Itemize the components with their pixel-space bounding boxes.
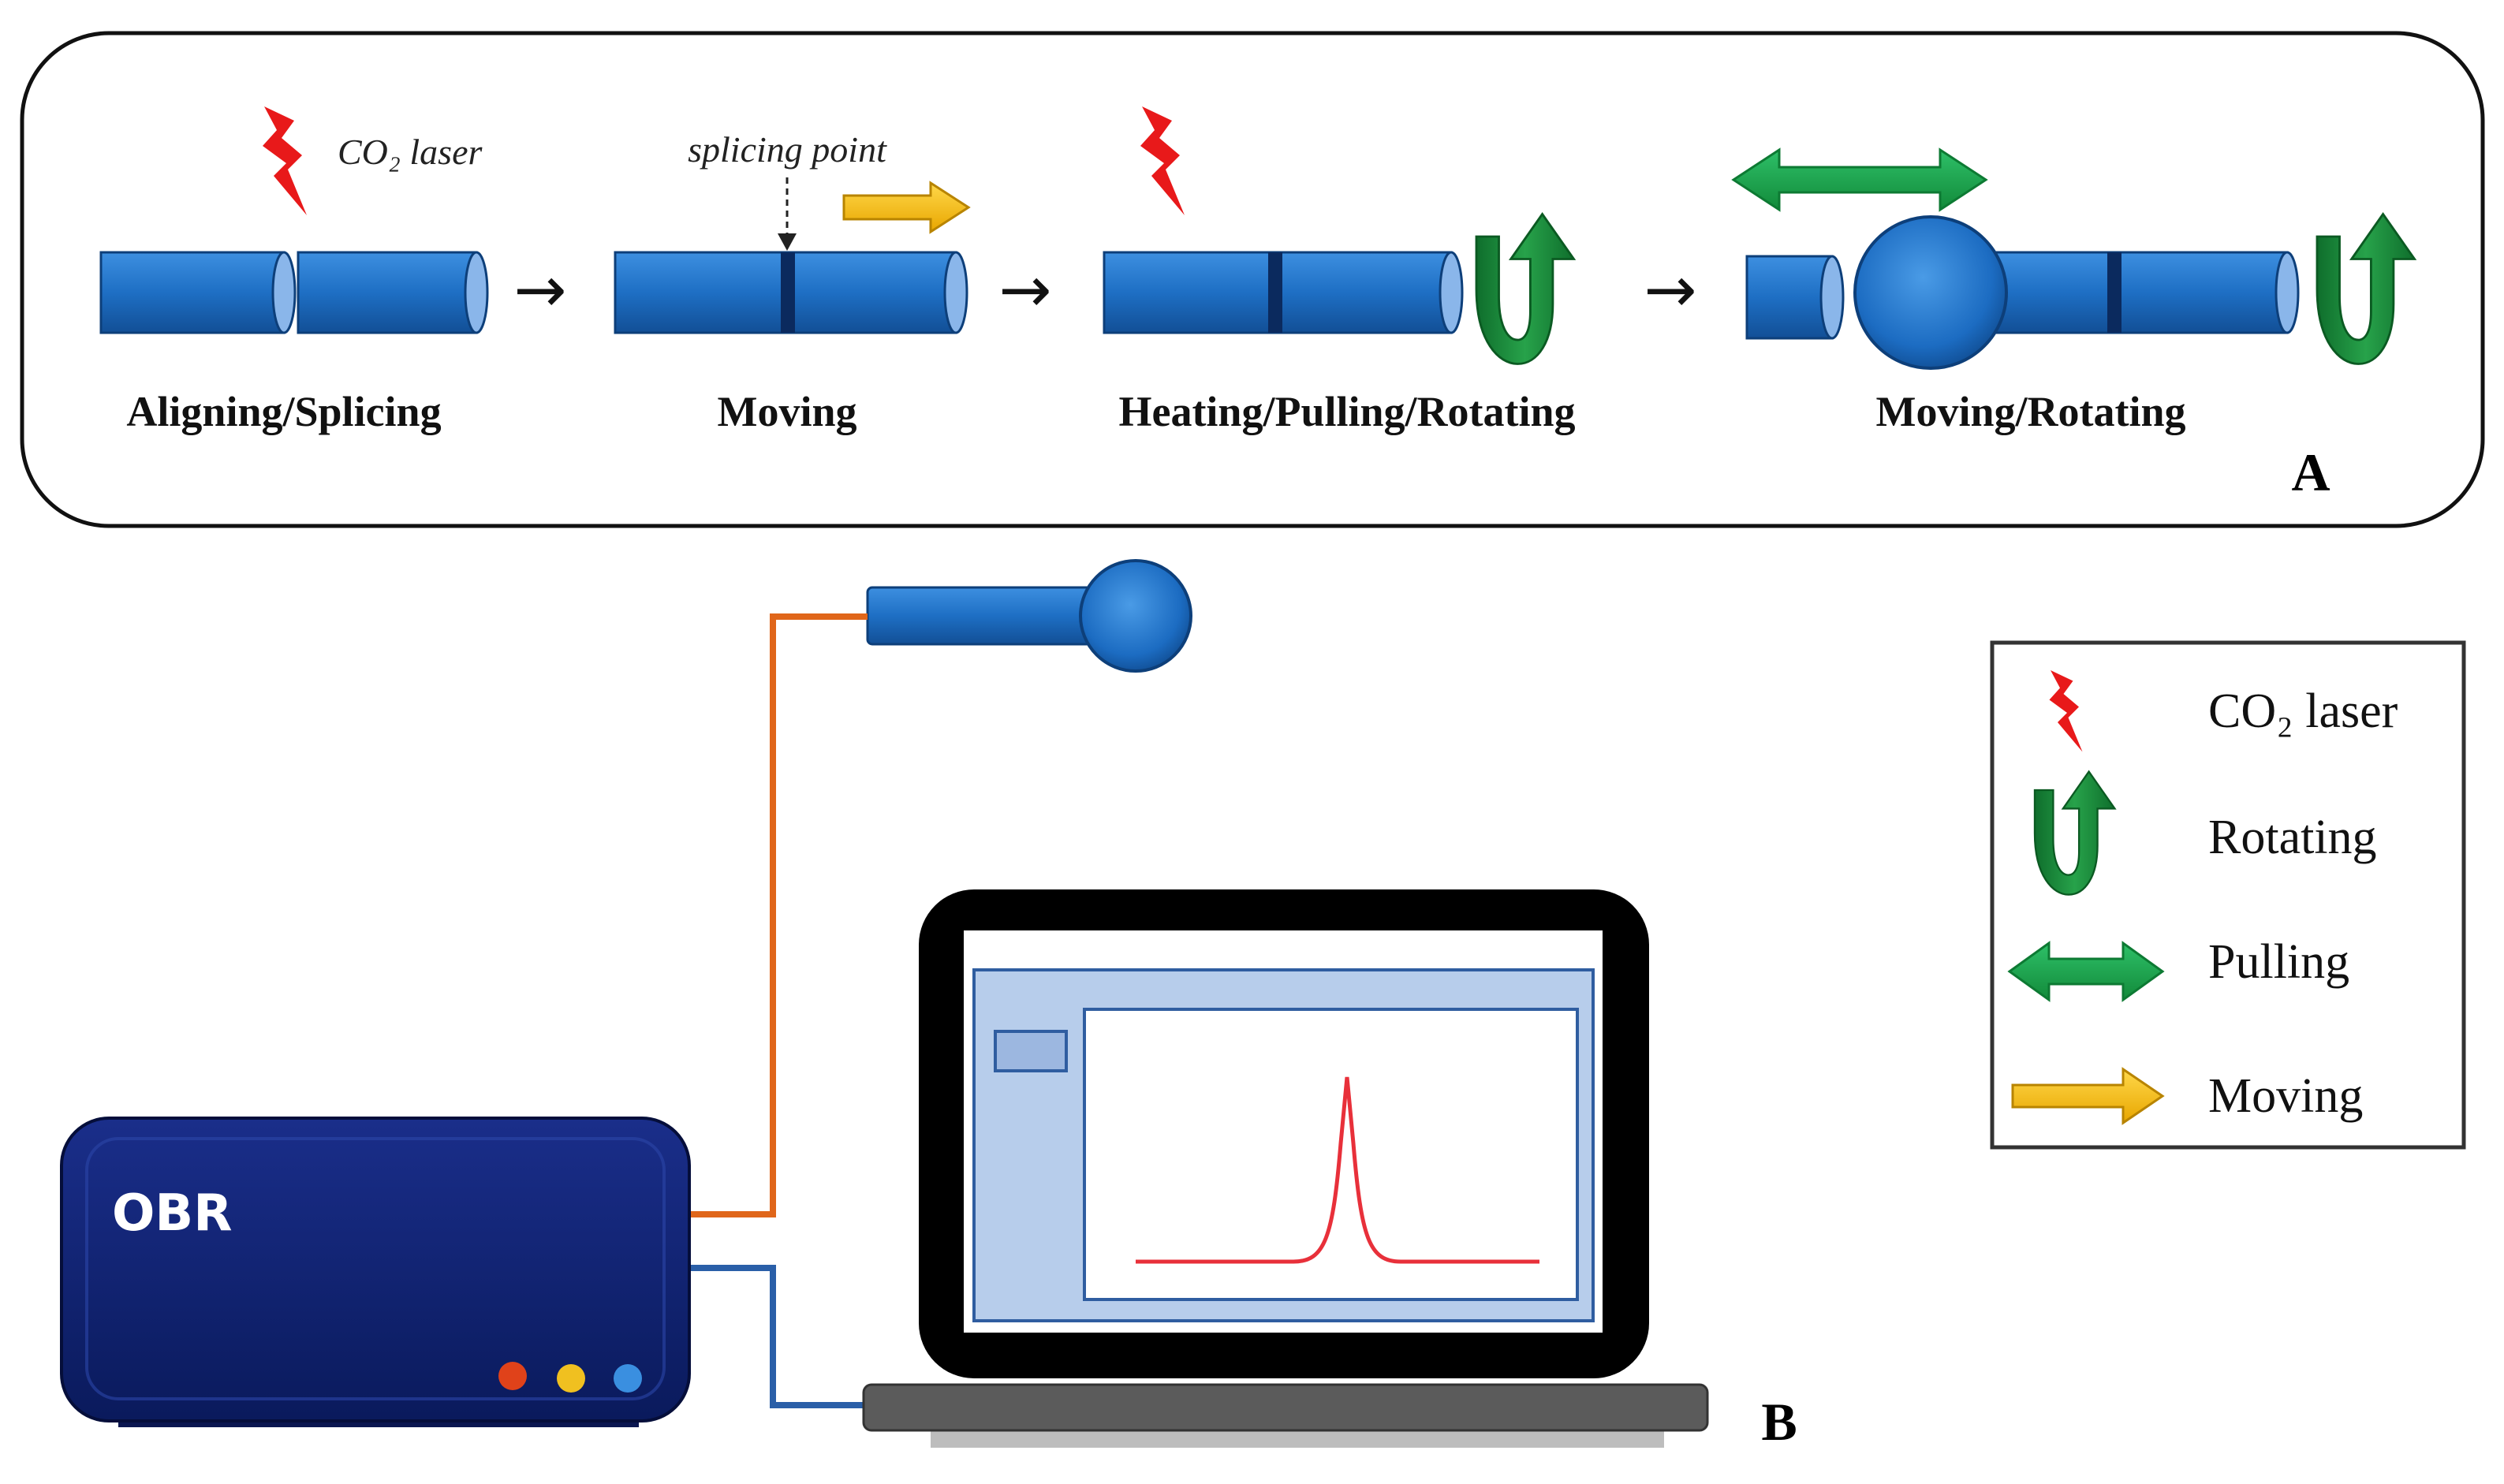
obr-device: OBR — [60, 1117, 691, 1427]
legend: CO₂ laser Rotating Pulling Moving — [1990, 640, 2466, 1150]
legend-item-pulling: Pulling — [2007, 935, 2349, 1002]
obr-led-red — [498, 1362, 527, 1390]
stage-label-moving: Moving — [717, 388, 856, 435]
spectrum-plot-area — [1083, 1008, 1579, 1301]
splice-mark — [1268, 252, 1282, 333]
spliced-fiber — [614, 251, 968, 334]
legend-label-laser: CO₂ laser — [2208, 684, 2398, 738]
legend-item-rotating: Rotating — [2033, 770, 2377, 896]
probe-microsphere — [1079, 559, 1192, 673]
legend-label-rotating: Rotating — [2208, 811, 2377, 864]
legend-label-moving: Moving — [2208, 1069, 2363, 1123]
legend-label-pulling: Pulling — [2208, 935, 2349, 989]
panel-a: CO₂ laser Aligning/Splicing → splicing p… — [20, 31, 2485, 528]
flow-arrow-3: → — [1644, 253, 1696, 326]
fiber-right-segment — [297, 251, 489, 334]
splice-mark — [781, 252, 795, 333]
panel-a-letter: A — [2291, 442, 2330, 502]
fiber-with-ball — [1853, 215, 2300, 370]
stage-aligning: CO₂ laser Aligning/Splicing — [99, 106, 489, 435]
cable-obr-to-laptop — [688, 1265, 868, 1408]
cable-obr-to-probe — [688, 613, 868, 1217]
obr-led-blue — [614, 1364, 642, 1393]
splice-mark — [2107, 252, 2121, 333]
right-arrow-icon — [2011, 1067, 2165, 1125]
stage-label-moving-rotating: Moving/Rotating — [1875, 388, 2185, 435]
stage-label-aligning: Aligning/Splicing — [126, 388, 441, 435]
laser-annotation: CO₂ laser — [338, 132, 483, 172]
obr-body — [60, 1117, 691, 1422]
short-fiber-stub — [1745, 255, 1845, 340]
laptop-keyboard-base — [862, 1383, 1709, 1432]
flow-arrow-1: → — [513, 253, 566, 326]
splicing-point-annotation: splicing point — [688, 129, 887, 170]
probe-fiber — [866, 559, 1192, 673]
panel-b: OBR B — [60, 559, 1797, 1452]
stage-moving: splicing point Moving — [614, 129, 971, 435]
fiber-left-segment — [99, 251, 297, 334]
move-arrow-icon — [842, 181, 971, 234]
double-arrow-icon — [1731, 147, 1988, 212]
stage-label-heating: Heating/Pulling/Rotating — [1118, 388, 1575, 435]
flow-arrow-2: → — [998, 253, 1051, 326]
panel-b-letter: B — [1761, 1392, 1797, 1452]
stage-moving-rotating: Moving/Rotating — [1731, 147, 2416, 435]
app-sidebar-button — [994, 1030, 1068, 1072]
splicing-pointer-head — [778, 233, 797, 251]
legend-item-moving: Moving — [2011, 1067, 2363, 1125]
resonance-spectrum-line — [1136, 1076, 1539, 1264]
laptop — [862, 889, 1709, 1448]
obr-led-yellow — [557, 1364, 585, 1393]
obr-label: OBR — [112, 1184, 232, 1243]
microsphere — [1853, 215, 2008, 370]
double-arrow-icon — [2007, 941, 2165, 1002]
legend-item-laser: CO₂ laser — [2049, 670, 2398, 752]
obr-bevel — [85, 1137, 666, 1400]
stage-heating: Heating/Pulling/Rotating — [1103, 106, 1576, 435]
heated-fiber — [1103, 251, 1464, 334]
